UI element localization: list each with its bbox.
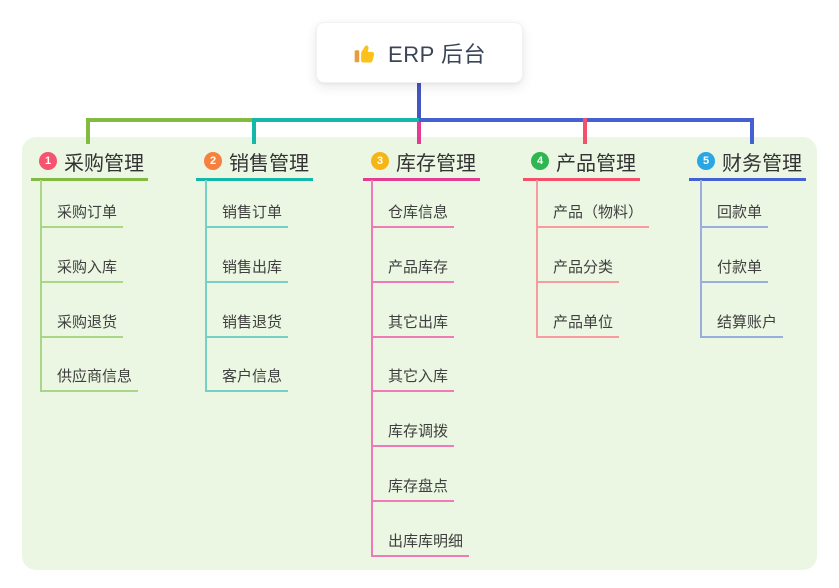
branch-drop-line-5 xyxy=(750,118,754,144)
branch-label: 产品管理 xyxy=(556,152,636,175)
branch-header-4[interactable]: 4 产品管理 xyxy=(523,148,640,181)
child-node[interactable]: 销售订单 xyxy=(205,200,289,228)
child-node[interactable]: 回款单 xyxy=(700,200,769,228)
branch-header-3[interactable]: 3 库存管理 xyxy=(363,148,480,181)
branch-drop-line-3 xyxy=(417,122,421,144)
child-node[interactable]: 销售退货 xyxy=(205,310,289,338)
branch-number-badge: 3 xyxy=(371,152,389,170)
child-node[interactable]: 产品库存 xyxy=(371,255,455,283)
child-node[interactable]: 客户信息 xyxy=(205,364,289,393)
branch-header-1[interactable]: 1 采购管理 xyxy=(31,148,148,181)
child-node[interactable]: 结算账户 xyxy=(700,310,784,338)
child-node[interactable]: 供应商信息 xyxy=(40,364,139,393)
branch-child-connector-2 xyxy=(205,180,207,393)
branch-child-connector-3 xyxy=(371,180,373,557)
child-node[interactable]: 付款单 xyxy=(700,255,769,283)
child-node[interactable]: 采购订单 xyxy=(40,200,124,228)
branch-header-2[interactable]: 2 销售管理 xyxy=(196,148,313,181)
branch-number-badge: 1 xyxy=(39,152,57,170)
branch-child-connector-5 xyxy=(700,180,702,338)
child-node[interactable]: 产品分类 xyxy=(536,255,620,283)
thumbs-up-icon xyxy=(354,45,375,63)
root-node[interactable]: ERP 后台 xyxy=(316,22,523,83)
branch-label: 采购管理 xyxy=(64,152,144,175)
branch-header-5[interactable]: 5 财务管理 xyxy=(689,148,806,181)
branch-number-badge: 4 xyxy=(531,152,549,170)
child-node[interactable]: 采购入库 xyxy=(40,255,124,283)
child-node[interactable]: 库存盘点 xyxy=(371,474,455,502)
branch-label: 销售管理 xyxy=(229,152,309,175)
branch-drop-line-1 xyxy=(86,118,90,144)
child-node[interactable]: 销售出库 xyxy=(205,255,289,283)
child-node[interactable]: 产品（物料） xyxy=(536,200,650,228)
child-node[interactable]: 出库库明细 xyxy=(371,529,470,557)
branches-panel xyxy=(22,137,817,570)
child-node[interactable]: 采购退货 xyxy=(40,310,124,338)
branch-child-connector-4 xyxy=(536,180,538,338)
branch-horizontal-line-2 xyxy=(252,118,419,122)
branch-label: 库存管理 xyxy=(396,152,476,175)
branch-child-connector-1 xyxy=(40,180,42,393)
branch-drop-line-4 xyxy=(583,118,587,144)
child-node[interactable]: 其它出库 xyxy=(371,310,455,338)
child-node[interactable]: 产品单位 xyxy=(536,310,620,338)
branch-label: 财务管理 xyxy=(722,152,802,175)
branch-number-badge: 2 xyxy=(204,152,222,170)
child-node[interactable]: 其它入库 xyxy=(371,364,455,393)
branch-number-badge: 5 xyxy=(697,152,715,170)
branch-horizontal-line-1 xyxy=(86,118,252,122)
root-node-label: ERP 后台 xyxy=(388,41,486,67)
root-connector-line xyxy=(417,83,421,122)
child-node[interactable]: 仓库信息 xyxy=(371,200,455,228)
child-node[interactable]: 库存调拨 xyxy=(371,419,455,448)
branch-drop-line-2 xyxy=(252,118,256,144)
